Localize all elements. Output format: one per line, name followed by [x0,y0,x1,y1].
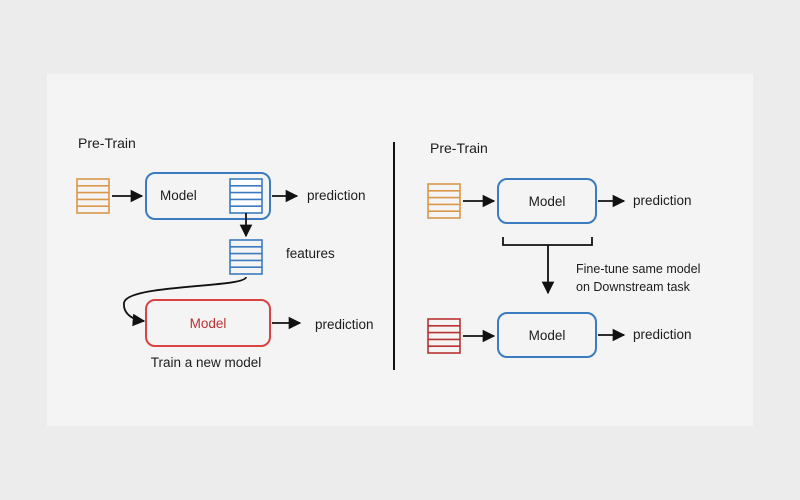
finetune-line2: on Downstream task [576,280,691,294]
features-stack-icon [229,239,263,275]
left-model-label: Model [160,188,197,203]
train-new-model-caption: Train a new model [151,355,262,370]
curved-arrow-icon [123,276,247,327]
right-model-box [497,178,597,224]
left-model-layers-stack-icon [229,178,263,214]
diagram-panel [47,74,753,426]
finetune-line1: Fine-tune same model [576,262,700,276]
left-heading: Pre-Train [78,135,136,151]
features-label: features [286,246,335,261]
left-prediction-label: prediction [307,188,366,203]
right-prediction-label: prediction [633,193,692,208]
bracket-icon [502,237,593,246]
new-model-prediction-label: prediction [315,317,374,332]
new-model-box [145,299,271,347]
left-model-box [145,172,271,220]
downstream-prediction-label: prediction [633,327,692,342]
left-input-data-stack-icon [76,178,110,214]
right-input-data-stack-icon [427,183,461,219]
downstream-model-box [497,312,597,358]
downstream-model-label: Model [529,328,566,343]
right-heading: Pre-Train [430,140,488,156]
new-model-label: Model [190,316,227,331]
right-model-label: Model [529,194,566,209]
downstream-input-data-stack-icon [427,318,461,354]
